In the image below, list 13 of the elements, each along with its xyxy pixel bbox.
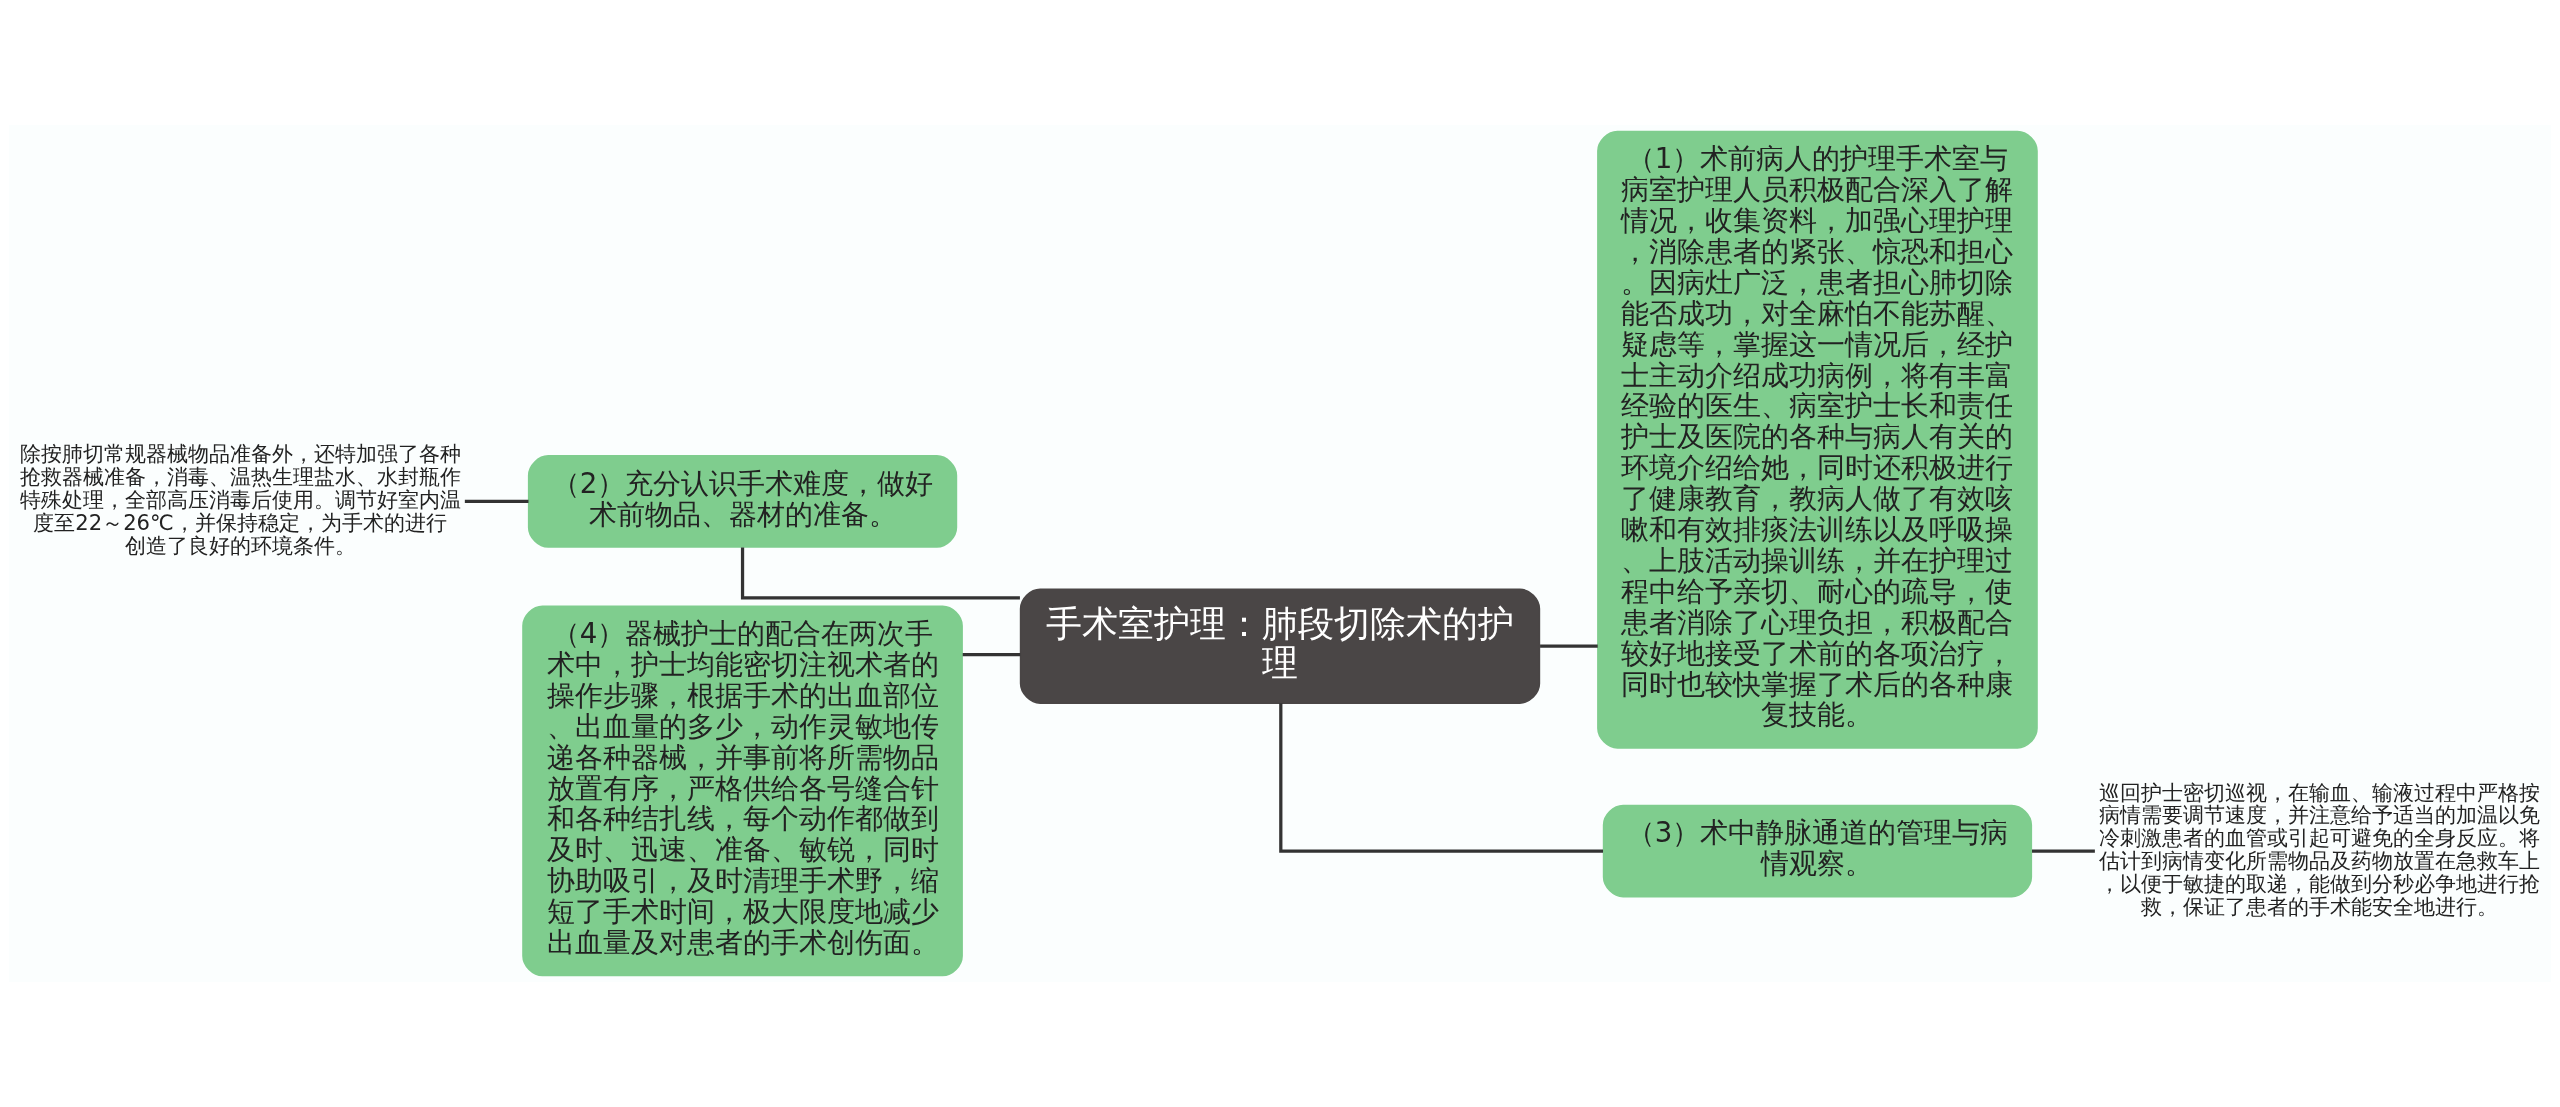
node-box: （4）器械护士的配合在两次手术中，护士均能密切注视术者的操作步骤，根据手术的出血部位、出血量的多少，动作灵敏地传递各种器械，并事前将所需物品放置有序，严格供给各号缝合针和各种结扎线，每个动作都做到及时、迅速、准备、敏锐，同时协助吸引，及时清理手术野，缩短了手术时间，极大限度地减少出血量及对患者的手术创伤面。 bbox=[522, 605, 963, 977]
node-text: 巡回护士密切巡视，在输血、输液过程中严格按病情需要调节速度，并注意给予适当的加温以免冷刺激患者的血管或引起可避免的全身反应。将估计到病情变化所需物品及药物放置在急救车上，以便于敏捷的取递，能做到分秒必争地进行抢救，保证了患者的手术能安全地进行。 bbox=[2099, 779, 2541, 919]
node-box: （2）充分认识手术难度，做好术前物品、器材的准备。 bbox=[527, 455, 958, 548]
node-box: （3）术中静脉通道的管理与病情观察。 bbox=[1602, 804, 2033, 898]
node-text: 除按肺切常规器械物品准备外，还特加强了各种抢救器械准备，消毒、温热生理盐水、水封瓶作特殊处理，全部高压消毒后使用。调节好室内温度至22～26℃，并保持稳定，为手术的进行创造了良好的环境条件。 bbox=[19, 441, 461, 558]
connector bbox=[1279, 703, 1604, 853]
connector bbox=[2032, 849, 2095, 853]
connector bbox=[464, 499, 529, 504]
connector bbox=[962, 653, 1021, 657]
connector bbox=[1540, 644, 1598, 648]
node-box: （1）术前病人的护理手术室与病室护理人员积极配合深入了解情况，收集资料，加强心理护理，消除患者的紧张、惊恐和担心。因病灶广泛，患者担心肺切除能否成功，对全麻怕不能苏醒、疑虑等，掌握这一情况后，经护士主动介绍成功病例，将有丰富经验的医生、病室护士长和责任护士及医院的各种与病人有关的环境介绍给她，同时还积极进行了健康教育，教病人做了有效咳嗽和有效排痰法训练以及呼吸操、上肢活动操训练，并在护理过程中给予亲切、耐心的疏导，使患者消除了心理负担，积极配合较好地接受了术前的各项治疗，同时也较快掌握了术后的各种康复技能。 bbox=[1597, 130, 2038, 749]
connector bbox=[740, 547, 1020, 600]
node-box: 手术室护理：肺段切除术的护理 bbox=[1019, 588, 1541, 704]
